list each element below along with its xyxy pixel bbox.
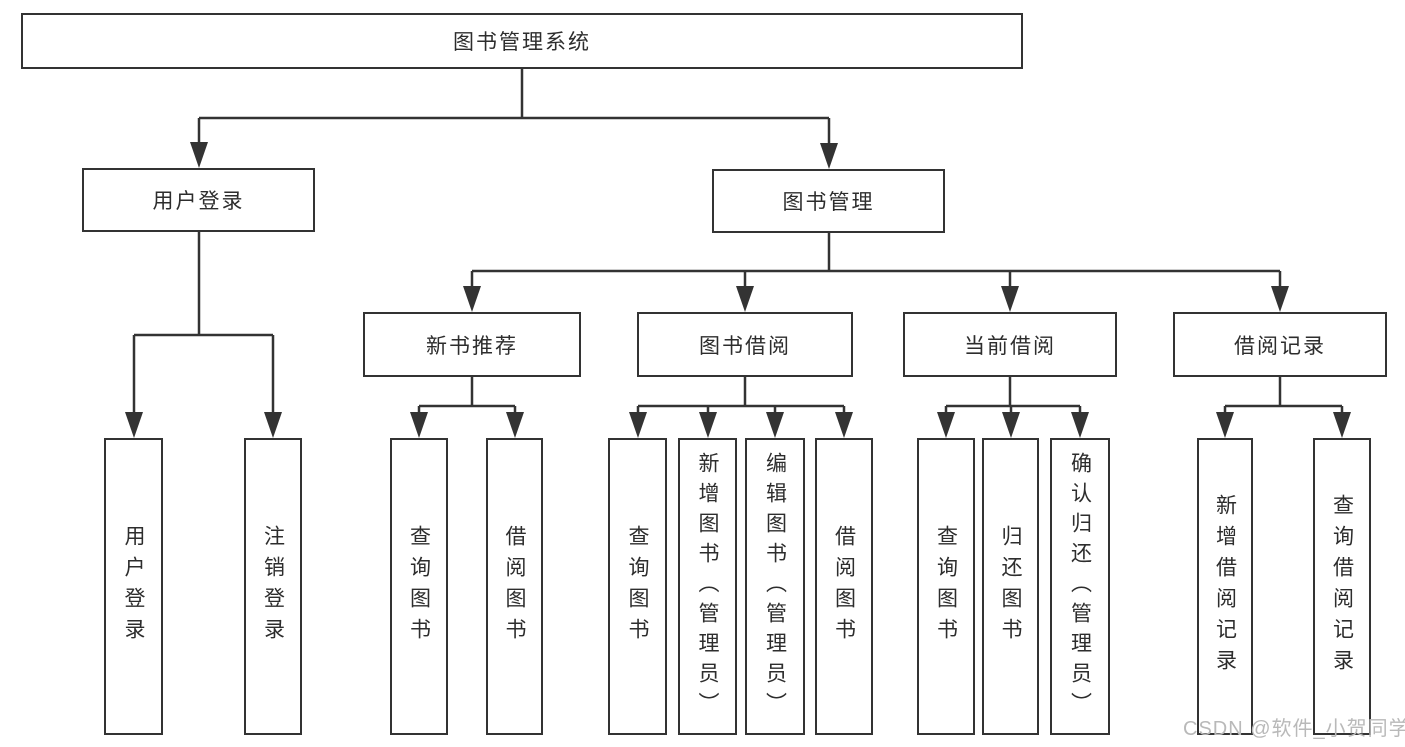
- arrowhead-down-icon: [1271, 286, 1289, 312]
- node-library-management-system: 图书管理系统: [21, 13, 1023, 69]
- arrowhead-down-icon: [736, 286, 754, 312]
- node-leaf-query-borrow-record: 查询借阅记录: [1313, 438, 1371, 735]
- arrowhead-down-icon: [125, 412, 143, 438]
- arrowhead-down-icon: [264, 412, 282, 438]
- arrowhead-down-icon: [820, 143, 838, 169]
- arrowhead-down-icon: [190, 142, 208, 168]
- node-book-management-branch: 图书管理: [712, 169, 945, 233]
- arrowhead-down-icon: [937, 412, 955, 438]
- arrowhead-down-icon: [699, 412, 717, 438]
- node-leaf-logout: 注销登录: [244, 438, 302, 735]
- node-borrowing-records: 借阅记录: [1173, 312, 1387, 377]
- arrowhead-down-icon: [766, 412, 784, 438]
- node-leaf-borrow-books-2: 借阅图书: [815, 438, 873, 735]
- arrowhead-down-icon: [1002, 412, 1020, 438]
- connector-segment: [134, 69, 1342, 408]
- arrowhead-down-icon: [1333, 412, 1351, 438]
- csdn-watermark: CSDN @软件_小贺同学: [1183, 718, 1405, 740]
- node-user-login-branch: 用户登录: [82, 168, 315, 232]
- node-leaf-add-borrow-record: 新增借阅记录: [1197, 438, 1253, 735]
- node-leaf-borrow-books-1: 借阅图书: [486, 438, 543, 735]
- node-new-book-recommend: 新书推荐: [363, 312, 581, 377]
- node-leaf-edit-books-admin: 编辑图书（管理员）: [745, 438, 805, 735]
- arrowhead-down-icon: [463, 286, 481, 312]
- node-current-borrowing: 当前借阅: [903, 312, 1117, 377]
- node-leaf-query-books-1: 查询图书: [390, 438, 448, 735]
- node-leaf-confirm-return-admin: 确认归还（管理员）: [1050, 438, 1110, 735]
- arrowhead-down-icon: [1001, 286, 1019, 312]
- arrowhead-down-icon: [1071, 412, 1089, 438]
- arrowhead-down-icon: [629, 412, 647, 438]
- arrowhead-down-icon: [835, 412, 853, 438]
- node-leaf-query-books-2: 查询图书: [608, 438, 667, 735]
- arrowhead-down-icon: [1216, 412, 1234, 438]
- arrowhead-down-icon: [506, 412, 524, 438]
- arrowhead-down-icon: [410, 412, 428, 438]
- node-leaf-user-login: 用户登录: [104, 438, 163, 735]
- node-leaf-add-books-admin: 新增图书（管理员）: [678, 438, 737, 735]
- node-leaf-return-books: 归还图书: [982, 438, 1039, 735]
- node-book-borrowing: 图书借阅: [637, 312, 853, 377]
- node-leaf-query-books-3: 查询图书: [917, 438, 975, 735]
